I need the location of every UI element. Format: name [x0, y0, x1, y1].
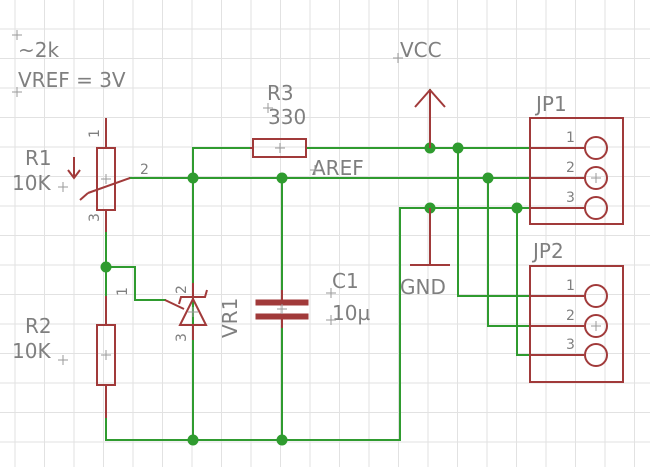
header-jp1[interactable]: 1 2 3 JP1 — [529, 92, 624, 225]
jp2-pin-3-label: 3 — [566, 337, 575, 353]
c1-name: C1 — [332, 269, 359, 293]
r3-name: R3 — [267, 81, 294, 105]
jp1-pin-circle[interactable] — [584, 136, 608, 160]
gnd-symbol[interactable]: GND — [400, 208, 450, 299]
vr1-pin-2: 2 — [174, 285, 190, 294]
potentiometer-r1[interactable]: 1 2 3 R1 10K — [12, 118, 149, 232]
r3-value: 330 — [268, 105, 306, 129]
r1-name: R1 — [25, 146, 52, 170]
resistor-r2[interactable]: R2 10K — [12, 296, 116, 418]
junctions — [100, 142, 523, 446]
header-jp2[interactable]: 1 2 3 JP2 — [529, 239, 624, 383]
junction-dot — [276, 434, 288, 446]
jp1-pin-1-label: 1 — [566, 130, 575, 146]
r1-pin-3: 3 — [87, 213, 103, 222]
junction-dot — [511, 202, 523, 214]
capacitor-c1[interactable]: C1 10µ — [255, 269, 370, 328]
junction-dot — [187, 434, 199, 446]
jp2-name: JP2 — [531, 239, 564, 263]
r1-pin-2: 2 — [140, 162, 149, 178]
vcc-supply[interactable]: VCC — [393, 38, 446, 148]
r1-value: 10K — [12, 171, 51, 195]
jp2-pin-circle[interactable] — [584, 343, 608, 367]
junction-dot — [482, 172, 494, 184]
junction-dot — [276, 172, 288, 184]
aref-net-label: AREF — [312, 156, 364, 180]
jp2-pin-circle[interactable] — [584, 284, 608, 308]
jp2-pin-circle[interactable] — [584, 314, 608, 338]
jp2-pin-1-label: 1 — [566, 278, 575, 294]
r2-value: 10K — [12, 339, 51, 363]
jp1-pin-circle[interactable] — [584, 196, 608, 220]
junction-dot — [187, 172, 199, 184]
r2-name: R2 — [25, 314, 52, 338]
junction-dot — [452, 142, 464, 154]
jp1-pin-2-label: 2 — [566, 160, 575, 176]
jp1-name: JP1 — [534, 92, 567, 116]
jp1-pin-circle[interactable] — [584, 166, 608, 190]
vr1-pin-3: 3 — [174, 333, 190, 342]
voltage-reference-vr1[interactable]: 1 2 3 VR1 — [115, 283, 242, 342]
junction-dot — [100, 261, 112, 273]
jp2-pin-2-label: 2 — [566, 308, 575, 324]
design-notes: ~2k VREF = 3V — [12, 30, 126, 97]
c1-value: 10µ — [332, 301, 370, 325]
gnd-label: GND — [400, 275, 446, 299]
jp1-pin-3-label: 3 — [566, 190, 575, 206]
r1-pin-1: 1 — [87, 129, 103, 138]
vr1-pin-1: 1 — [115, 287, 131, 296]
resistor-r3[interactable]: R3 330 — [250, 81, 307, 158]
vcc-label: VCC — [400, 38, 442, 62]
vr1-name: VR1 — [218, 298, 242, 338]
note-line-1: ~2k — [18, 38, 59, 62]
note-line-2: VREF = 3V — [18, 68, 126, 92]
